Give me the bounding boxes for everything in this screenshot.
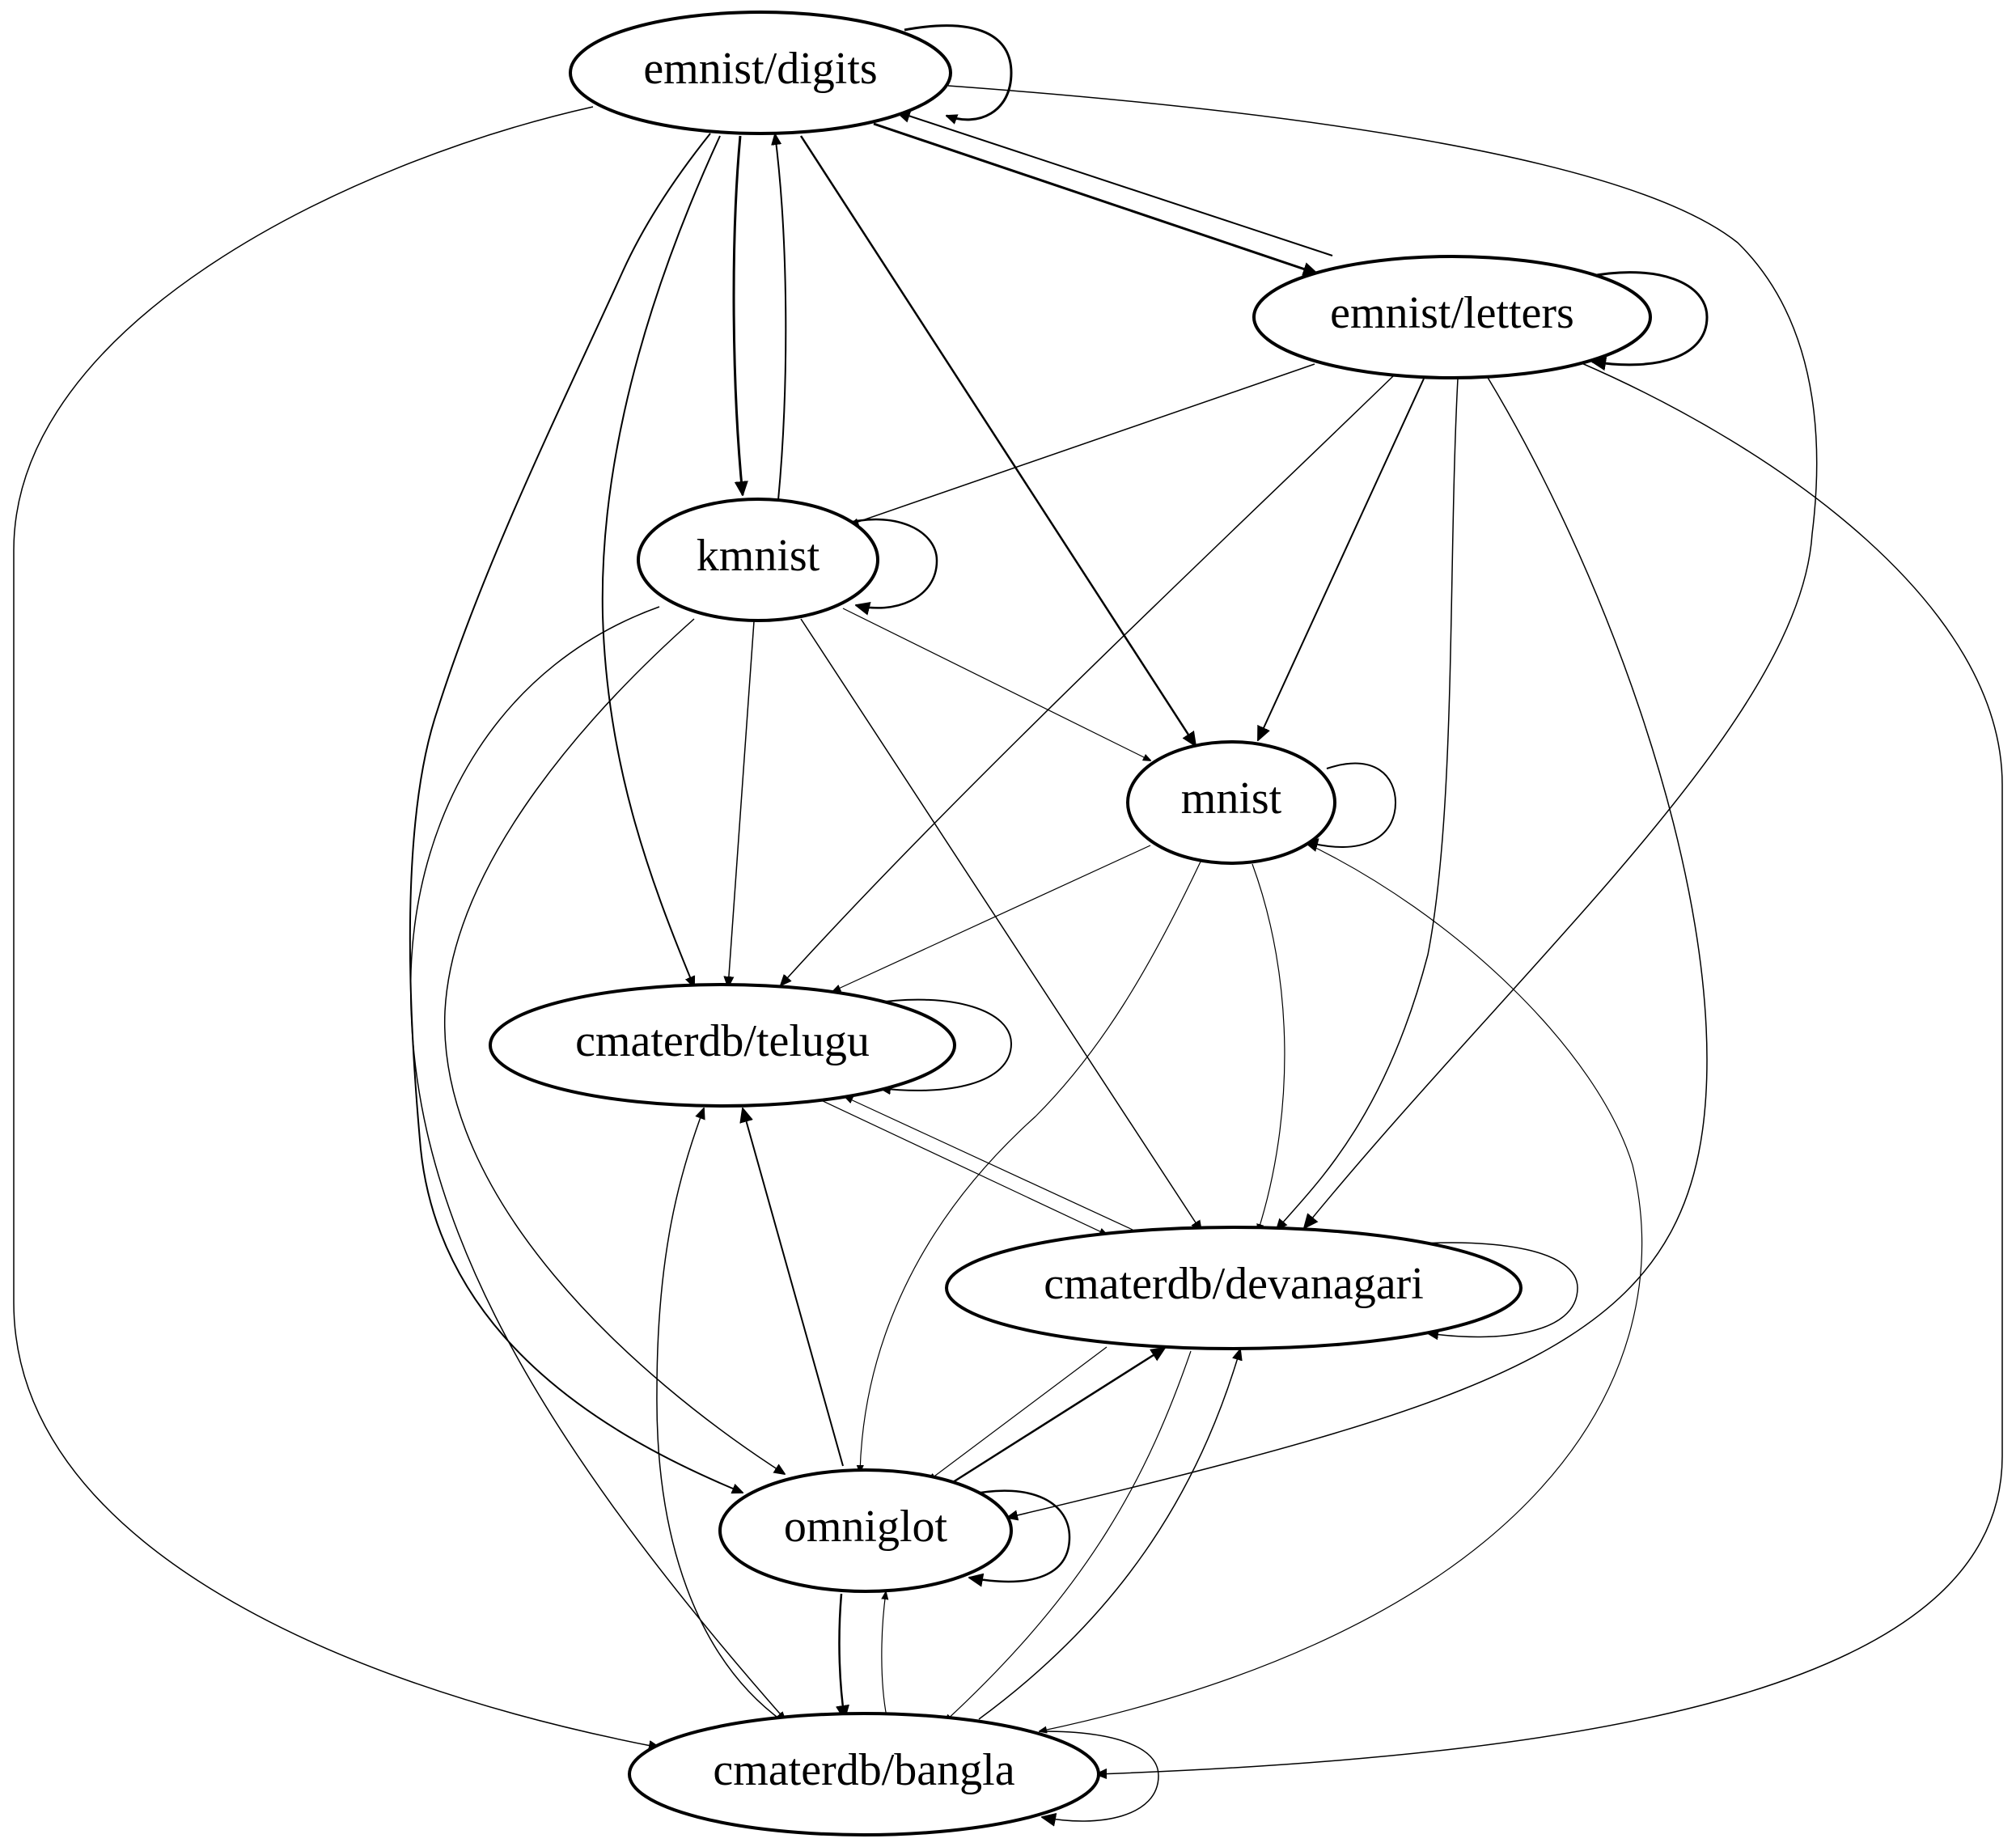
edge-mnist-to-telugu xyxy=(833,845,1151,991)
edge-bangla-to-telugu xyxy=(656,1108,784,1722)
node-label: omniglot xyxy=(784,1502,948,1552)
edge-emnist-letters-to-mnist xyxy=(1258,378,1425,740)
edge-emnist-letters-to-kmnist xyxy=(851,363,1315,524)
edge-kmnist-to-emnist-digits xyxy=(775,134,787,501)
edge-devanagari-to-bangla xyxy=(945,1350,1192,1722)
edge-emnist-digits-to-mnist xyxy=(799,135,1196,746)
edge-emnist-digits-to-telugu xyxy=(601,135,721,987)
edge-kmnist-to-mnist xyxy=(842,608,1150,760)
node-label: emnist/digits xyxy=(643,44,877,94)
edge-bangla-to-omniglot xyxy=(882,1592,887,1718)
edge-mnist-to-devanagari xyxy=(1252,863,1285,1231)
edge-emnist-digits-to-omniglot xyxy=(409,133,743,1493)
edge-telugu-to-telugu xyxy=(871,998,1013,1091)
edge-kmnist-to-devanagari xyxy=(800,618,1201,1231)
edge-mnist-to-omniglot xyxy=(860,859,1202,1472)
edge-mnist-to-mnist xyxy=(1304,762,1397,847)
edge-mnist-to-bangla xyxy=(1040,841,1643,1731)
node-kmnist[interactable]: kmnist xyxy=(637,498,879,622)
edge-omniglot-to-devanagari xyxy=(952,1348,1165,1484)
node-label: cmaterdb/devanagari xyxy=(1044,1259,1424,1309)
edge-devanagari-to-omniglot xyxy=(929,1346,1108,1481)
edge-emnist-letters-to-bangla xyxy=(1096,362,2003,1774)
edge-kmnist-to-kmnist xyxy=(842,518,938,608)
node-cmaterdb-devanagari[interactable]: cmaterdb/devanagari xyxy=(945,1226,1523,1350)
edge-devanagari-to-telugu xyxy=(845,1097,1133,1231)
edge-omniglot-to-bangla xyxy=(839,1593,845,1719)
node-label: cmaterdb/telugu xyxy=(575,1016,870,1066)
edge-bangla-to-bangla xyxy=(1042,1731,1159,1821)
node-label: cmaterdb/bangla xyxy=(713,1745,1014,1795)
node-mnist[interactable]: mnist xyxy=(1126,740,1336,865)
node-cmaterdb-bangla[interactable]: cmaterdb/bangla xyxy=(628,1712,1100,1836)
node-cmaterdb-telugu[interactable]: cmaterdb/telugu xyxy=(489,983,956,1108)
edge-kmnist-to-bangla xyxy=(409,606,785,1719)
edge-emnist-letters-to-emnist-digits xyxy=(896,112,1333,256)
node-omniglot[interactable]: omniglot xyxy=(718,1468,1013,1593)
edge-omniglot-to-omniglot xyxy=(966,1489,1071,1582)
edge-emnist-digits-to-bangla xyxy=(13,106,659,1747)
node-label: kmnist xyxy=(697,531,820,581)
edge-emnist-digits-to-devanagari xyxy=(947,85,1818,1228)
edge-kmnist-to-telugu xyxy=(728,621,755,987)
edge-telugu-to-devanagari xyxy=(820,1099,1107,1235)
node-emnist-digits[interactable]: emnist/digits xyxy=(569,11,952,135)
edge-emnist-letters-to-omniglot xyxy=(1007,375,1708,1518)
edge-emnist-digits-to-kmnist xyxy=(732,135,743,495)
node-label: mnist xyxy=(1181,773,1282,824)
nodes-layer: emnist/digits emnist/letters kmnist mnis… xyxy=(489,11,1652,1836)
node-label: emnist/letters xyxy=(1330,288,1574,338)
edge-bangla-to-devanagari xyxy=(978,1349,1240,1720)
edge-emnist-digits-to-emnist-digits xyxy=(904,24,1013,120)
edge-emnist-letters-to-emnist-letters xyxy=(1586,271,1709,365)
edges-layer xyxy=(13,24,2003,1821)
edge-emnist-digits-to-emnist-letters xyxy=(873,122,1317,273)
edge-devanagari-to-devanagari xyxy=(1407,1242,1578,1337)
edge-kmnist-to-omniglot xyxy=(444,618,785,1474)
edge-omniglot-to-telugu xyxy=(743,1108,844,1467)
edge-emnist-letters-to-telugu xyxy=(781,375,1394,985)
node-emnist-letters[interactable]: emnist/letters xyxy=(1252,255,1652,379)
